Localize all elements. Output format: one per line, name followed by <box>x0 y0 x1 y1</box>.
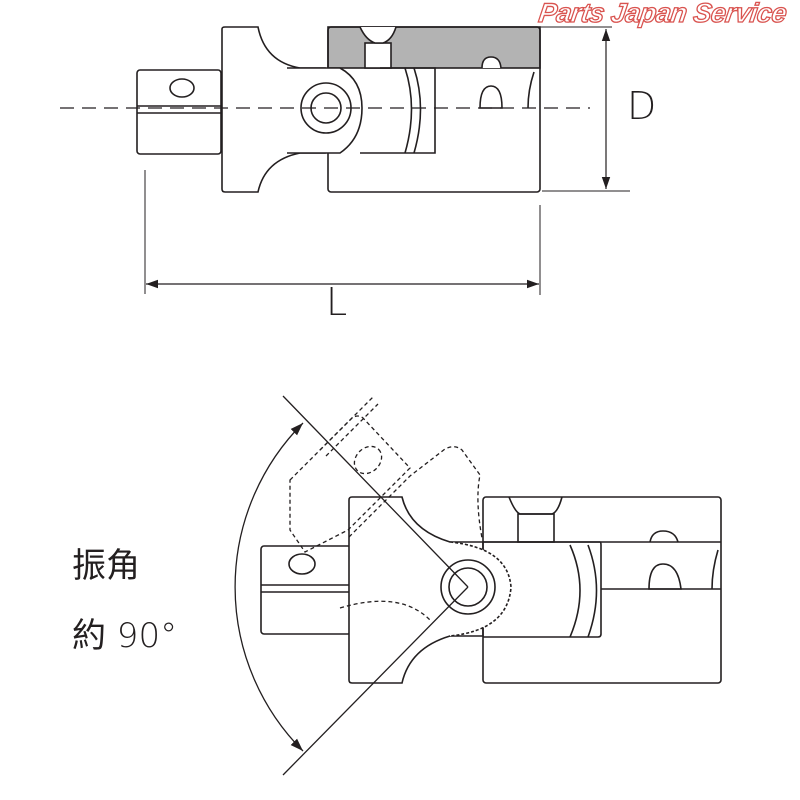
angle-line-upper <box>282 395 469 588</box>
swing-angle-value: 約 90° <box>72 616 178 656</box>
rotated-phantom <box>289 396 483 621</box>
dimension-l-label: L <box>326 280 348 324</box>
ball-detent <box>169 78 195 98</box>
dimension-d-label: D <box>627 84 657 128</box>
square-drive <box>136 69 222 155</box>
angle-line-lower <box>282 586 469 776</box>
square-drive <box>260 545 352 635</box>
top-view <box>60 26 630 295</box>
socket-band <box>327 26 541 69</box>
swing-angle-label: 振角 <box>72 546 140 586</box>
watermark: Parts Japan Service <box>536 0 789 29</box>
swing-angle-arc <box>234 422 304 752</box>
pin-inner <box>448 567 488 607</box>
bottom-view <box>234 395 722 776</box>
